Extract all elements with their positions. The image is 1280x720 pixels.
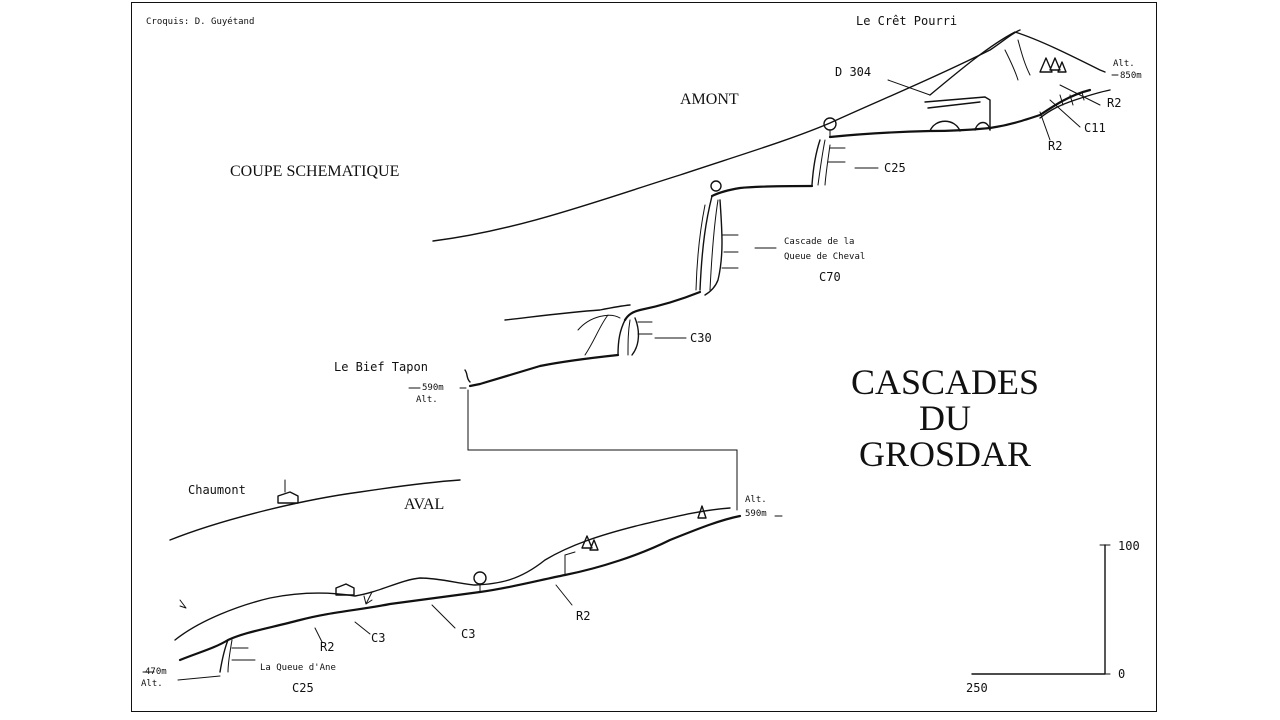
c25-bottom-label: C25 <box>292 681 314 695</box>
lower-streambed <box>178 514 742 662</box>
upstream-label: AMONT <box>680 91 739 108</box>
r2-low-label: R2 <box>576 609 591 623</box>
tree-aval <box>473 571 487 585</box>
title-line-1: CASCADES <box>850 362 1040 402</box>
credit-text: Croquis: D. Guyétand <box>146 17 255 27</box>
c30-label: C30 <box>690 331 712 345</box>
c70-label: C70 <box>819 270 841 284</box>
bridge-arch <box>929 120 961 132</box>
scale-bar <box>971 544 1106 675</box>
scale-vertical-max-label: 100 <box>1118 539 1140 553</box>
scale-vertical-min-label: 0 <box>1118 667 1126 681</box>
r2-a-label: R2 <box>1107 96 1122 110</box>
main-title: CASCADES DU GROSDAR <box>825 364 1065 472</box>
c3-b-label: C3 <box>461 627 476 641</box>
summit-label: Le Crêt Pourri <box>856 14 958 28</box>
village-label: Chaumont <box>188 483 246 497</box>
bief-streambed <box>468 353 620 388</box>
c3-a-label: C3 <box>371 631 386 645</box>
alt-bottom-value: 470m <box>145 667 167 677</box>
fall-c25-upper <box>811 139 821 186</box>
r2-lower-label: R2 <box>320 640 335 654</box>
alt-top-value: 850m <box>1120 71 1142 81</box>
alt-bief-value: 590m <box>422 383 444 393</box>
downstream-label: AVAL <box>404 496 445 513</box>
middle-surface-line <box>504 304 631 321</box>
title-line-2: DU <box>919 398 971 438</box>
road-d304 <box>924 96 991 131</box>
fall-c25-lower <box>219 639 229 673</box>
cret-pourri-mountain <box>929 31 1106 96</box>
cascade-line-2: Queue de Cheval <box>784 252 866 262</box>
alt-top-word: Alt. <box>1113 59 1135 69</box>
chaumont-hill <box>169 479 461 541</box>
chaumont-house <box>277 491 299 504</box>
c25-top-label: C25 <box>884 161 906 175</box>
road-label: D 304 <box>835 65 872 79</box>
upper-streambed <box>828 88 1092 139</box>
alt-aval-value: 590m <box>745 509 767 519</box>
summit-trees <box>1039 57 1067 73</box>
queue-ane-label: La Queue d'Ane <box>260 663 336 673</box>
scale-horizontal-label: 250 <box>966 681 988 695</box>
bief-label: Le Bief Tapon <box>334 360 428 374</box>
fall-c70 <box>699 195 713 291</box>
upper-surface-line <box>432 29 1021 242</box>
conifers-aval <box>581 535 599 551</box>
r2-b-label: R2 <box>1048 139 1063 153</box>
section-connector <box>467 389 738 511</box>
alt-bottom-word: Alt. <box>141 679 163 689</box>
cascade-line-1: Cascade de la <box>784 237 855 247</box>
tree-c70 <box>710 180 722 192</box>
section-label: COUPE SCHEMATIQUE <box>230 163 400 180</box>
conifer-aval-top <box>697 505 707 519</box>
alt-aval-word: Alt. <box>745 495 767 505</box>
title-line-3: GROSDAR <box>858 434 1032 474</box>
c11-label: C11 <box>1084 121 1106 135</box>
fall-c30 <box>617 319 626 356</box>
aval-house <box>335 583 355 596</box>
lower-surface-line <box>174 507 731 641</box>
alt-bief-word: Alt. <box>416 395 438 405</box>
